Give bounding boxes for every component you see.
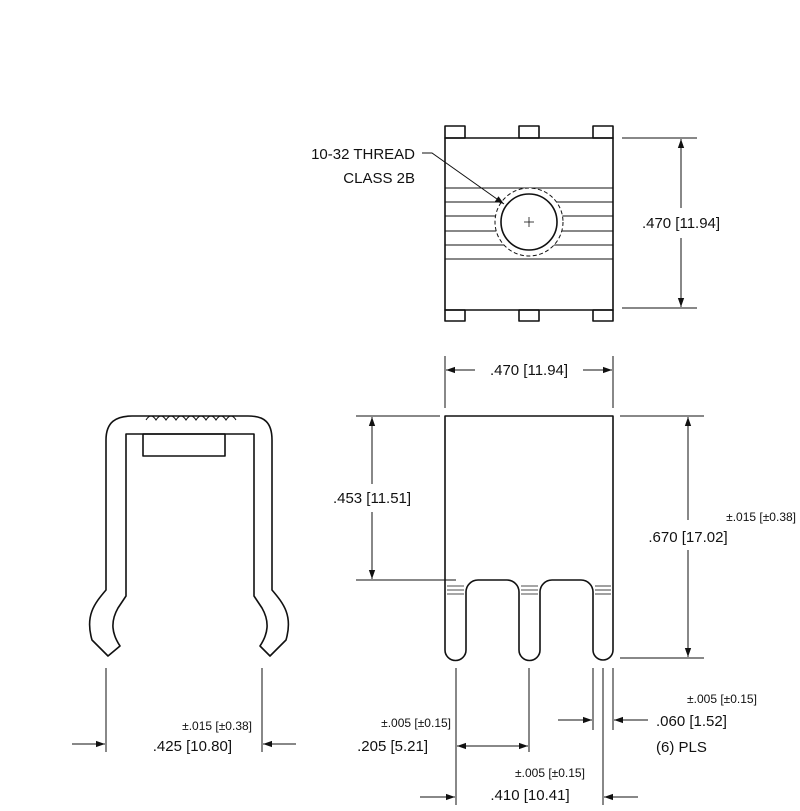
thread-label: 10-32 THREAD: [311, 146, 415, 163]
serration-lines: [445, 187, 613, 260]
overall-height-label: .670 [17.02]: [648, 529, 727, 546]
bend-lines: [447, 585, 611, 595]
pin-width-dimension: [558, 668, 648, 730]
clip-width-tolerance: ±.015 [±0.38]: [182, 719, 252, 733]
clip-width-dimension: [72, 668, 296, 752]
pin-width-label: .060 [1.52]: [656, 713, 727, 730]
pitch-410-dimension: [420, 668, 638, 805]
clip-width-label: .425 [10.80]: [153, 738, 232, 755]
thread-hole: [500, 193, 558, 251]
front-view: [444, 415, 614, 662]
pitch-205-tolerance: ±.005 [±0.15]: [381, 716, 451, 730]
pin-count-label: (6) PLS: [656, 739, 707, 756]
front-width-label: .470 [11.94]: [490, 362, 568, 379]
top-tab: [444, 125, 466, 139]
pitch-205-label: .205 [5.21]: [357, 738, 428, 755]
thread-leader: [422, 152, 505, 205]
front-body-outline: [444, 415, 614, 662]
bottom-tab: [444, 309, 466, 322]
thread-class-label: CLASS 2B: [343, 170, 415, 187]
clip-outline: [88, 415, 290, 657]
nut-block: [142, 433, 226, 457]
pitch-410-tolerance: ±.005 [±0.15]: [515, 766, 585, 780]
overall-height-tolerance: ±.015 [±0.38]: [726, 510, 796, 524]
pin-width-tolerance: ±.005 [±0.15]: [687, 692, 757, 706]
slot-depth-dimension: [356, 415, 456, 581]
top-height-dimension: [622, 137, 697, 309]
clip-serrations: [145, 415, 237, 421]
top-view: [422, 125, 614, 322]
bottom-tab: [592, 309, 614, 322]
pitch-410-label: .410 [10.41]: [490, 787, 569, 804]
pitch-205-dimension: [455, 668, 530, 805]
top-height-label: .470 [11.94]: [642, 215, 720, 232]
overall-height-dimension: [620, 415, 704, 659]
side-view: [88, 415, 290, 657]
top-tab: [518, 125, 540, 139]
front-width-dimension: [444, 356, 614, 408]
bottom-tab: [518, 309, 540, 322]
top-tab: [592, 125, 614, 139]
slot-depth-label: .453 [11.51]: [333, 490, 411, 507]
